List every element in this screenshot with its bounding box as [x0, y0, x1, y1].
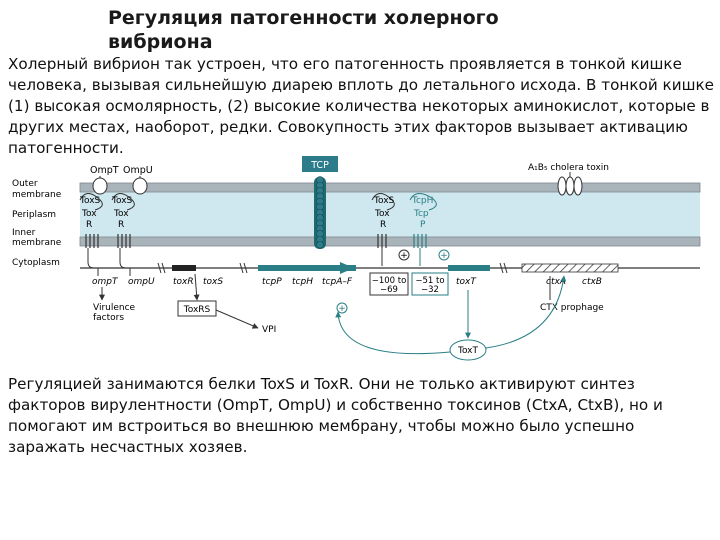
- label-virulence-1: Virulence: [93, 303, 136, 313]
- arrow-toxt-to-tcp: [335, 311, 451, 355]
- plus-sign-3: +: [336, 302, 348, 314]
- toxs-toxr-complex-3: ToxS Tox R: [371, 193, 395, 266]
- label-gene-tcpaf: tcpA–F: [322, 277, 353, 287]
- label-toxs-1: ToxS: [79, 196, 101, 206]
- label-vpi: VPI: [262, 325, 276, 335]
- label-gene-tcph: tcpH: [292, 277, 313, 287]
- promoter-box-1: [369, 272, 409, 296]
- regulation-diagram: Outer membrane Periplasm Inner membrane …: [12, 156, 701, 361]
- label-tcph: TcpH: [411, 196, 433, 206]
- label-inner-membrane-1: Inner: [12, 228, 36, 238]
- label-periplasm: Periplasm: [12, 210, 56, 220]
- gene-arrow-tcpaf: [340, 262, 354, 274]
- label-gene-ompu: ompU: [128, 277, 155, 287]
- label-gene-toxt: toxT: [456, 277, 477, 287]
- gene-ctx-block: [521, 263, 619, 273]
- label-cytoplasm: Cytoplasm: [12, 258, 60, 268]
- label-outer-membrane-1: Outer: [12, 179, 38, 189]
- svg-text:+: +: [338, 304, 346, 314]
- ompt-porin: [92, 177, 108, 195]
- toxrs-box: [177, 300, 217, 317]
- dna-break-marks: [157, 262, 508, 274]
- label-promoter-2-bottom: −32: [421, 285, 439, 295]
- label-tcp-p-bottom: P: [420, 220, 426, 230]
- label-r-2: R: [118, 220, 124, 230]
- label-inner-membrane-2: membrane: [12, 238, 62, 248]
- label-outer-membrane-2: membrane: [12, 190, 62, 200]
- label-gene-ctxa: ctxA: [546, 277, 566, 287]
- ompu-porin: [132, 177, 148, 195]
- label-gene-tcpp: tcpP: [262, 277, 282, 287]
- gene-toxt-block: [448, 265, 490, 271]
- label-tcp: TCP: [310, 160, 329, 171]
- intro-paragraph: Холерный вибрион так устроен, что его па…: [8, 55, 714, 157]
- label-toxs-3: ToxS: [373, 196, 395, 206]
- label-tox-2: Tox: [113, 209, 129, 219]
- gene-toxr-block: [172, 265, 196, 271]
- label-gene-toxs: toxS: [203, 277, 223, 287]
- label-toxrs: ToxRS: [183, 305, 211, 315]
- label-gene-ompt: ompT: [92, 277, 119, 287]
- outer-membrane: [79, 182, 701, 193]
- inner-membrane: [79, 236, 701, 247]
- label-gene-ctxb: ctxB: [582, 277, 602, 287]
- label-toxs-2: ToxS: [111, 196, 133, 206]
- label-tox-1: Tox: [81, 209, 97, 219]
- page-title: Регуляция патогенности холерного вибрион…: [108, 7, 499, 53]
- label-tcp-p-top: Tcp: [413, 209, 429, 219]
- toxt-protein: [449, 339, 487, 361]
- label-gene-toxr: toxR: [173, 277, 194, 287]
- promoter-box-2: [411, 272, 449, 296]
- label-promoter-2-top: −51 to: [415, 276, 444, 286]
- svg-text:+: +: [440, 251, 448, 261]
- label-ompt-protein: OmpT: [90, 165, 119, 176]
- gene-tcp-block: [258, 265, 356, 271]
- cholera-toxin-icon: [557, 172, 583, 196]
- svg-text:+: +: [400, 251, 408, 261]
- label-virulence-2: factors: [93, 313, 124, 323]
- tcph-tcpp-complex: TcpH Tcp P: [409, 193, 437, 266]
- tcp-pilus-bead: [316, 241, 324, 249]
- label-ompu-protein: OmpU: [123, 165, 153, 176]
- label-promoter-1-bottom: −69: [380, 285, 398, 295]
- label-cholera-toxin: A₁B₅ cholera toxin: [528, 163, 609, 173]
- tcp-label-box: [302, 156, 338, 172]
- label-toxt: ToxT: [457, 346, 479, 356]
- plus-sign-2: +: [438, 249, 450, 261]
- label-promoter-1-top: −100 to: [372, 276, 407, 286]
- label-r-1: R: [86, 220, 92, 230]
- tcp-pilus: [314, 176, 326, 249]
- label-r-3: R: [380, 220, 386, 230]
- outro-paragraph: Регуляцией занимаются белки ToxS и ToxR.…: [8, 375, 663, 456]
- arrow-toxt-to-ctx: [485, 275, 567, 349]
- plus-sign-1: +: [398, 249, 410, 261]
- label-ctx-prophage: CTX prophage: [540, 303, 604, 313]
- label-tox-3: Tox: [374, 209, 390, 219]
